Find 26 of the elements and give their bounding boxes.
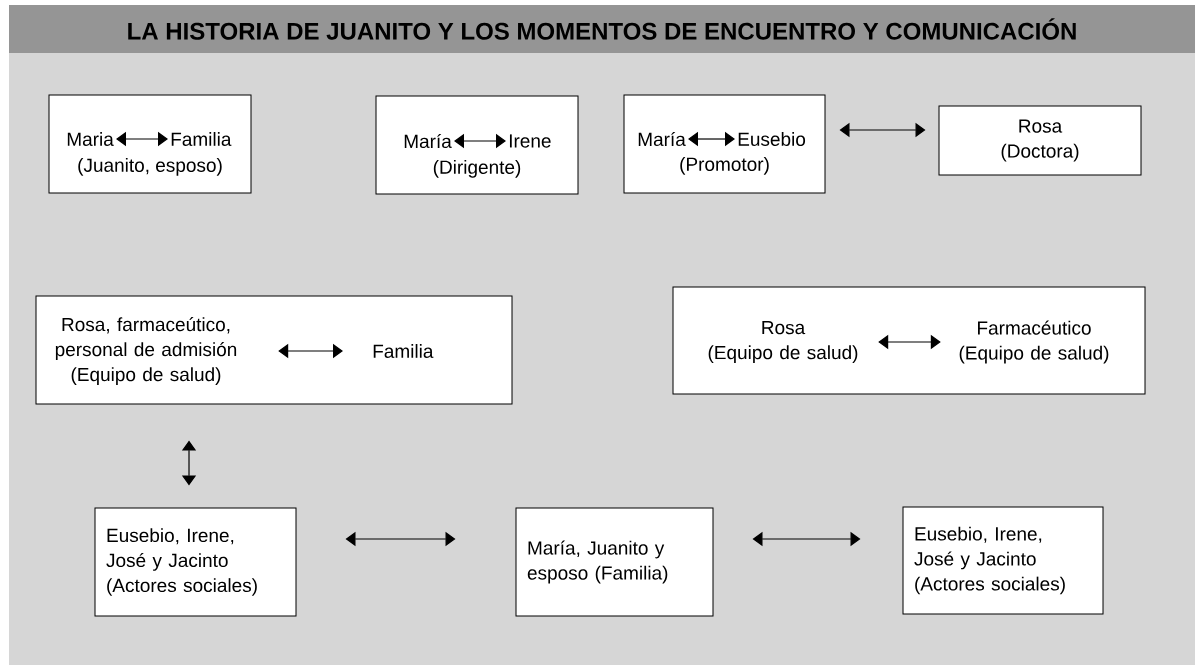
double-arrow: [688, 131, 735, 147]
name-label: Maria: [67, 132, 114, 146]
double-arrow: [278, 343, 343, 359]
double-arrow: [345, 531, 456, 547]
title-bar: LA HISTORIA DE JUANITO Y LOS MOMENTOS DE ENCUENTRO Y COMUNICACIÓN: [9, 5, 1195, 53]
double-arrow: [454, 133, 506, 149]
double-arrow: [878, 334, 941, 350]
text-box: [672, 286, 1146, 395]
name-label: María: [404, 133, 452, 149]
text-box: Eusebio, Irene, José y Jacinto (Actores sociales): [94, 507, 297, 617]
text-box: Eusebio, Irene, José y Jacinto (Actores sociales): [902, 506, 1104, 615]
text-box: [35, 295, 513, 405]
name-label: Eusebio: [738, 132, 806, 146]
name-label: Farmacéutico (Equipo de salud): [959, 320, 1109, 364]
name-label: Irene: [509, 134, 551, 148]
name-label: Rosa (Equipo de salud): [708, 321, 858, 363]
double-arrow: [839, 122, 926, 138]
name-label: María: [638, 131, 686, 147]
double-arrow: [116, 131, 168, 147]
name-label: Rosa, farmaceútico, personal de admisión (Equipo de salud): [55, 317, 237, 385]
text-box: Rosa (Doctora): [938, 105, 1142, 176]
name-label: Familia: [373, 344, 434, 358]
double-arrow: [181, 440, 197, 486]
double-arrow: [752, 531, 861, 547]
text-box: María, Juanito y esposo (Familia): [515, 507, 714, 617]
name-label: Familia: [171, 132, 232, 146]
